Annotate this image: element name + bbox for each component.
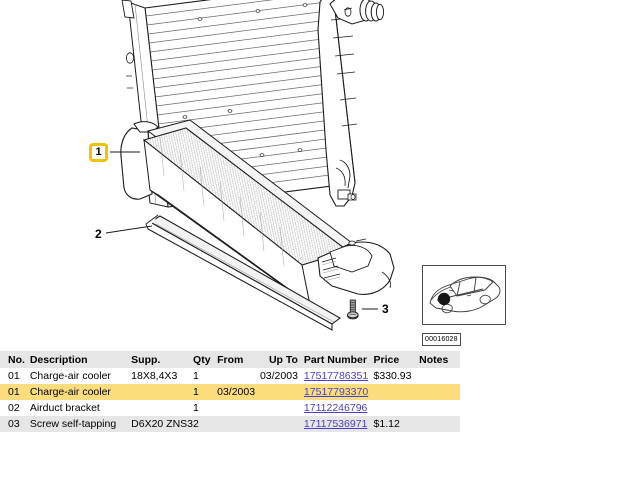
cell-from [217, 416, 260, 432]
cell-notes [419, 384, 460, 400]
cell-supp: D6X20 ZNS3 [131, 418, 194, 430]
cell-up-to [260, 384, 304, 400]
part-number-link[interactable]: 17117536971 [303, 418, 368, 430]
cell-no: 03 [8, 418, 20, 430]
cell-price: $330.93 [373, 370, 412, 382]
cell-qty: 1 [193, 370, 199, 382]
cell-up-to [260, 416, 304, 432]
cell-from: 03/2003 [217, 386, 256, 398]
callout-marker-3[interactable]: 3 [382, 302, 389, 316]
column-header-part-number: Part Number [303, 353, 367, 366]
cell-supp: 18X8,4X3 [131, 370, 178, 382]
parts-table-header: No. Description Supp. Qty From Up To Par… [0, 351, 460, 368]
cell-part-number: 17517793370 [304, 384, 374, 400]
cell-supp [131, 384, 193, 400]
cell-qty: 2 [193, 418, 199, 430]
column-header-qty: Qty [193, 353, 211, 366]
table-row[interactable]: 01 Charge-air cooler 1 03/2003 17517793370 [0, 384, 460, 400]
cell-no: 01 [8, 370, 20, 382]
column-header-up-to: Up To [268, 353, 298, 366]
cell-qty: 1 [193, 402, 199, 414]
cell-from [217, 368, 260, 384]
parts-illustration [105, 0, 395, 331]
part-number-link[interactable]: 17517793370 [303, 386, 369, 398]
column-header-no: No. [8, 353, 25, 366]
cell-description: Charge-air cooler [29, 370, 111, 382]
cell-notes [419, 368, 460, 384]
diagram-id-label: 00016028 [422, 333, 461, 346]
cell-from [217, 400, 260, 416]
cell-up-to [260, 400, 304, 416]
column-header-description: Description [29, 353, 88, 366]
charge-air-cooler-part [120, 119, 395, 311]
column-header-notes: Notes [419, 353, 449, 366]
table-row[interactable]: 02 Airduct bracket 1 17112246796 [0, 400, 460, 416]
part-number-link[interactable]: 17112246796 [303, 402, 368, 414]
column-header-supp: Supp. [131, 353, 161, 366]
cell-notes [419, 400, 460, 416]
cell-notes [419, 416, 460, 432]
cell-part-number: 17517786351 [304, 368, 374, 384]
column-header-price: Price [373, 353, 400, 366]
vehicle-location-thumbnail[interactable] [422, 265, 506, 325]
cell-price [374, 400, 420, 416]
cell-qty: 1 [193, 386, 199, 398]
screw-part [347, 299, 359, 320]
location-highlight-dot [437, 292, 451, 306]
cell-part-number: 17112246796 [304, 400, 374, 416]
table-header-row: No. Description Supp. Qty From Up To Par… [0, 351, 460, 368]
exploded-parts-drawing [105, 0, 395, 331]
part-number-link[interactable]: 17517786351 [303, 370, 369, 382]
column-header-from: From [217, 353, 244, 366]
car-outline-icon [429, 276, 501, 314]
cell-description: Airduct bracket [29, 402, 100, 414]
airduct-bracket-part [145, 214, 341, 331]
callout-marker-1[interactable]: 1 [89, 143, 108, 162]
cell-supp [131, 400, 193, 416]
leader-lines [105, 151, 378, 310]
cell-description: Charge-air cooler [29, 386, 111, 398]
cell-price: $1.12 [373, 418, 400, 430]
parts-table: No. Description Supp. Qty From Up To Par… [0, 351, 460, 432]
cell-no: 02 [8, 402, 20, 414]
cell-up-to: 03/2003 [259, 370, 298, 382]
cell-price [374, 384, 420, 400]
callout-marker-2[interactable]: 2 [95, 227, 102, 241]
cell-description: Screw self-tapping [29, 418, 117, 430]
cell-part-number: 17117536971 [304, 416, 374, 432]
table-row[interactable]: 01 Charge-air cooler 18X8,4X3 1 03/2003 17517… [0, 368, 460, 384]
cell-no: 01 [8, 386, 20, 398]
